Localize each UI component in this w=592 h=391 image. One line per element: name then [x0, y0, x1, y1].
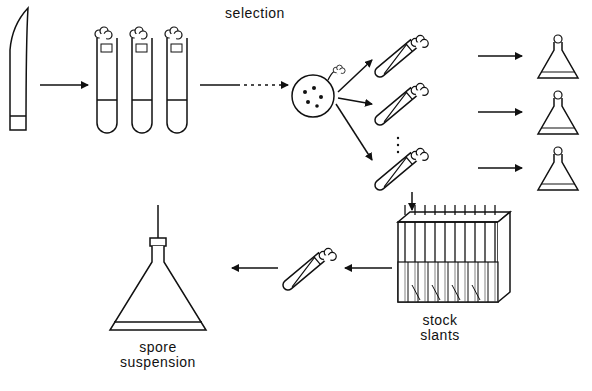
rack-label: stock slants — [410, 313, 470, 342]
flow-arrow — [40, 84, 88, 86]
flow-arrow — [232, 267, 278, 269]
flow-arrow — [200, 84, 240, 86]
flask-arrows — [478, 56, 522, 168]
branch-arrows — [336, 60, 372, 160]
slant-tubes — [371, 27, 435, 198]
stock-rack — [398, 205, 510, 302]
slant-tube — [279, 240, 343, 298]
pipette-tube — [10, 8, 28, 130]
flow-arrow — [244, 84, 288, 86]
spore-flask — [110, 205, 206, 330]
process-label: selection — [205, 6, 305, 21]
petri-dish — [292, 65, 345, 117]
shake-flasks — [538, 35, 578, 190]
dilution-tubes — [95, 27, 187, 133]
flow-arrow — [345, 267, 392, 269]
flask-label: spore suspension — [113, 340, 203, 369]
